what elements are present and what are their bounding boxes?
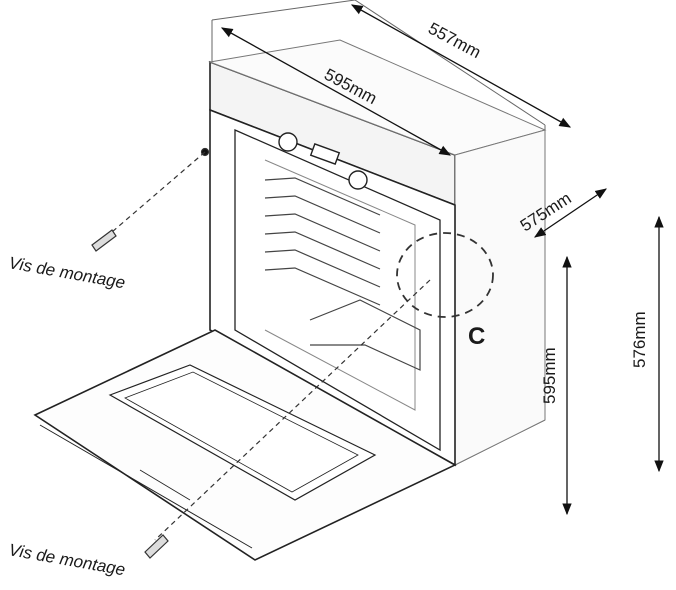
dim-557-label: 557mm: [425, 19, 484, 62]
mounting-screws: [91, 147, 431, 559]
screw-label-top: Vis de montage: [7, 253, 126, 292]
dimension-arrows: [220, 4, 664, 516]
detail-c-circle: [396, 232, 494, 318]
oven-door: [33, 329, 457, 561]
screw-label-bottom: Vis de montage: [7, 540, 126, 579]
detail-c-label: C: [468, 323, 485, 350]
dim-595-front-label: 595mm: [540, 347, 559, 404]
shelf-rails: [264, 177, 421, 371]
dim-576-label: 576mm: [630, 311, 649, 368]
